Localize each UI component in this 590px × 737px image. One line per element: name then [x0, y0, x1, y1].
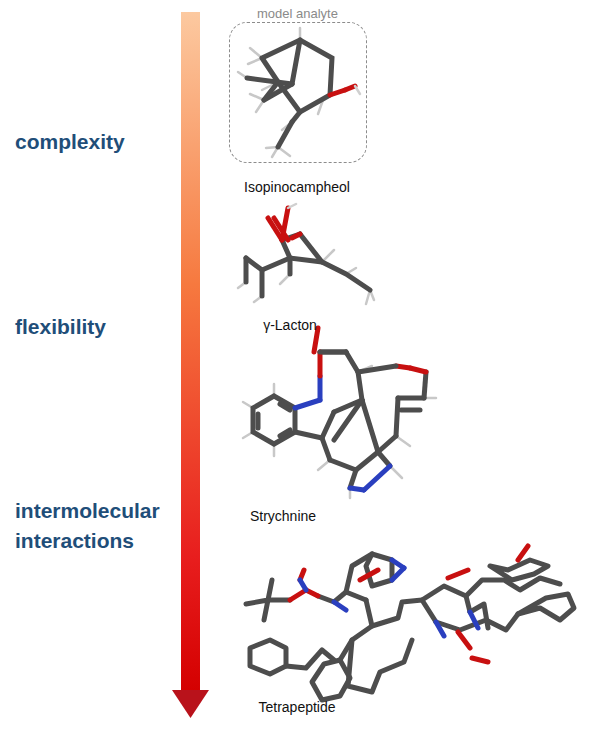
- axis-label: flexibility: [15, 312, 190, 342]
- strychnine-molecule: [243, 328, 436, 498]
- isopinocampheol-molecule: [238, 28, 360, 157]
- axis-label: complexity: [15, 127, 190, 157]
- gradient-arrow-shaft: [181, 12, 200, 692]
- gradient-arrow-head: [172, 690, 209, 718]
- molecule-name: γ-Lacton: [263, 317, 317, 333]
- axis-label: intermolecular interactions: [15, 496, 190, 556]
- gamma-lacton-molecule: [238, 204, 374, 304]
- dashed-box: model analyte: [229, 22, 367, 163]
- molecule-name: Strychnine: [250, 508, 316, 524]
- box-heading: model analyte: [254, 6, 341, 21]
- tetrapeptide-molecule: [246, 546, 574, 700]
- molecule-name: Isopinocampheol: [244, 179, 350, 195]
- molecule-name: Tetrapeptide: [258, 699, 335, 715]
